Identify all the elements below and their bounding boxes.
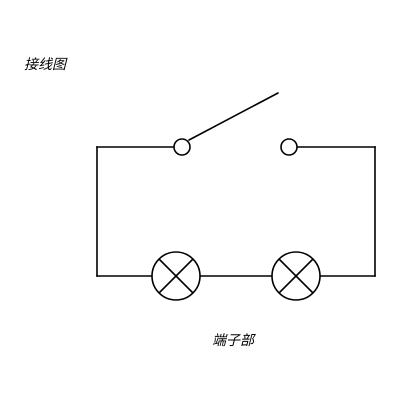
- switch-terminal-left: [173, 138, 191, 156]
- terminal-section-label: 端子部: [212, 333, 254, 349]
- lamp-icon: [151, 251, 201, 301]
- switch-terminal-right: [280, 138, 298, 156]
- diagram-title-label: 接线图: [24, 57, 66, 73]
- circuit-wires: [96, 146, 376, 277]
- switch-lever: [188, 92, 279, 141]
- switch-icon: [173, 92, 298, 156]
- lamp-icon: [271, 251, 321, 301]
